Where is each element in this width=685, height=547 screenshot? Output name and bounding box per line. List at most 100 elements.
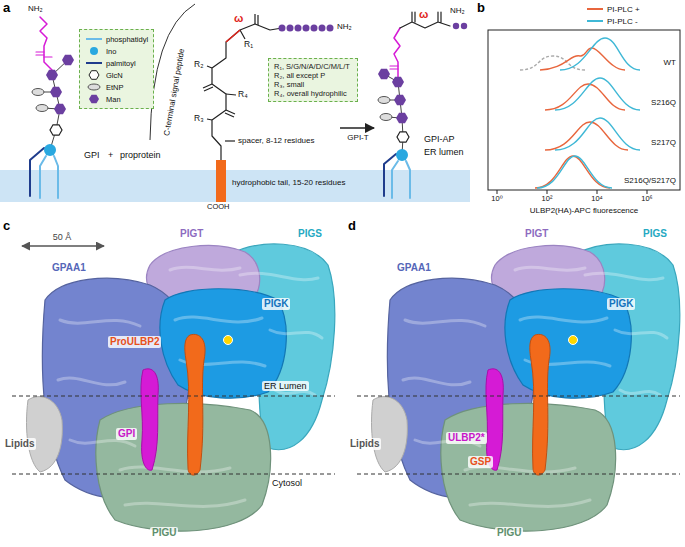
region-label: C-terminal signal peptide — [162, 48, 186, 137]
legend-entry: palmitoyl — [85, 57, 148, 69]
subunit-label: PIGS — [298, 228, 322, 240]
illustration-part — [207, 30, 245, 120]
subunit-label: PIGT — [525, 228, 548, 240]
illustration-part — [50, 87, 62, 97]
legend-swatch — [85, 94, 103, 104]
illustration-part — [545, 122, 628, 150]
illustration-part — [287, 25, 294, 32]
illustration-part — [380, 114, 392, 121]
tick-label: 10² — [542, 195, 553, 204]
legend-entry: PI-PLC + — [586, 3, 640, 15]
illustration-part — [327, 25, 334, 32]
criteria-text: R₁, S/G/N/A/D/C/M/L/T — [274, 62, 352, 71]
illustration-part — [27, 244, 335, 531]
lipid-label: Lipids — [348, 438, 381, 450]
illustration-part — [150, 4, 195, 140]
tick-label: 10⁴ — [591, 195, 603, 204]
scale-bar-label: 50 Å — [53, 232, 72, 242]
illustration-part — [560, 38, 640, 70]
illustration-part — [394, 95, 406, 105]
molecule-name: GPI-AP — [424, 134, 455, 144]
legend-entry: Man — [85, 93, 148, 105]
legend: PI-PLC + PI-PLC - — [586, 3, 640, 27]
panel-letter: c — [3, 219, 10, 234]
criteria-text: R₄, overall hydrophilic — [274, 89, 352, 98]
illustration-part — [225, 140, 235, 141]
legend-text: EtNP — [106, 83, 124, 92]
swatch-line — [86, 62, 102, 64]
residue-label: R₁ — [244, 40, 253, 50]
swatch-circle — [90, 47, 98, 55]
illustration-part — [0, 170, 470, 202]
illustration-part — [216, 160, 226, 202]
subunit-label: PIGK — [262, 298, 290, 310]
illustration-part — [357, 396, 680, 474]
illustration-part — [340, 127, 374, 129]
compartment-label: ER Lumen — [262, 381, 309, 391]
chem-group: NH₂ — [337, 22, 352, 31]
illustration-part — [390, 66, 398, 69]
legend-swatch — [586, 4, 604, 14]
illustration-part — [397, 132, 409, 142]
illustration-part — [303, 25, 310, 32]
substrate-label: ProULBP2 — [108, 336, 161, 348]
omega-site: ω — [419, 8, 428, 21]
illustration-part — [396, 149, 408, 161]
illustration-part — [40, 156, 58, 198]
legend-text: Ino — [106, 47, 116, 56]
sample-label: S216Q — [651, 98, 676, 107]
sample-label: WT — [664, 58, 676, 67]
illustration-part — [311, 25, 318, 32]
enzyme-label: GPI-T — [347, 133, 368, 142]
legend-text: PI-PLC - — [607, 17, 638, 26]
illustration-part — [226, 30, 240, 42]
illustration-part — [54, 104, 66, 114]
criteria-box: R₁, S/G/N/A/D/C/M/L/TR₂, all except PR₃,… — [268, 58, 358, 102]
illustration-part — [44, 144, 56, 156]
chem-group: COOH — [207, 203, 230, 212]
illustration-part — [555, 78, 640, 110]
sample-label: S216Q/S217Q — [624, 176, 676, 185]
legend-swatch — [85, 58, 103, 68]
panel-letter: d — [348, 219, 356, 234]
illustration-part — [378, 97, 390, 104]
panel-letter: b — [477, 1, 485, 16]
subunit-label: GPAA1 — [52, 262, 86, 274]
illustration-part — [384, 12, 450, 198]
illustration-part — [36, 52, 52, 57]
sample-label: S217Q — [651, 138, 676, 147]
illustration-part — [32, 89, 44, 96]
illustration-part — [46, 70, 58, 80]
illustration-part — [372, 244, 680, 531]
legend-entry: EtNP — [85, 81, 148, 93]
illustration-part — [12, 396, 335, 474]
illustration-part — [319, 25, 326, 32]
illustration-part — [36, 105, 48, 112]
illustration-part — [461, 23, 467, 29]
subunit-label: GPAA1 — [397, 262, 431, 274]
illustration-part — [279, 25, 334, 32]
illustration-part — [40, 17, 52, 70]
illustration-part — [396, 113, 408, 123]
tick-label: 10⁰ — [491, 195, 502, 204]
illustration-part — [384, 154, 396, 196]
legend-text: GlcN — [106, 71, 123, 80]
legend-text: PI-PLC + — [607, 5, 640, 14]
illustration-part — [30, 17, 68, 198]
illustration-part — [30, 148, 44, 196]
illustration-part — [497, 190, 647, 194]
panel-letter: a — [3, 1, 10, 16]
tick-label: 10⁶ — [641, 195, 652, 204]
legend: phosphatidylInopalmitoylGlcNEtNPMan — [79, 29, 154, 109]
chem-group: NH₂ — [450, 6, 465, 15]
illustration-part — [392, 77, 404, 87]
swatch-line — [587, 8, 603, 10]
residue-label: R₄ — [238, 90, 248, 100]
compartment-label: Cytosol — [270, 478, 304, 488]
illustration-part — [50, 125, 62, 135]
criteria-text: R₃, small — [274, 80, 352, 89]
illustration-part — [22, 245, 104, 247]
legend-text: Man — [106, 95, 121, 104]
region-label: hydrophobic tail, 15-20 residues — [232, 178, 345, 187]
illustration-part — [12, 396, 680, 474]
